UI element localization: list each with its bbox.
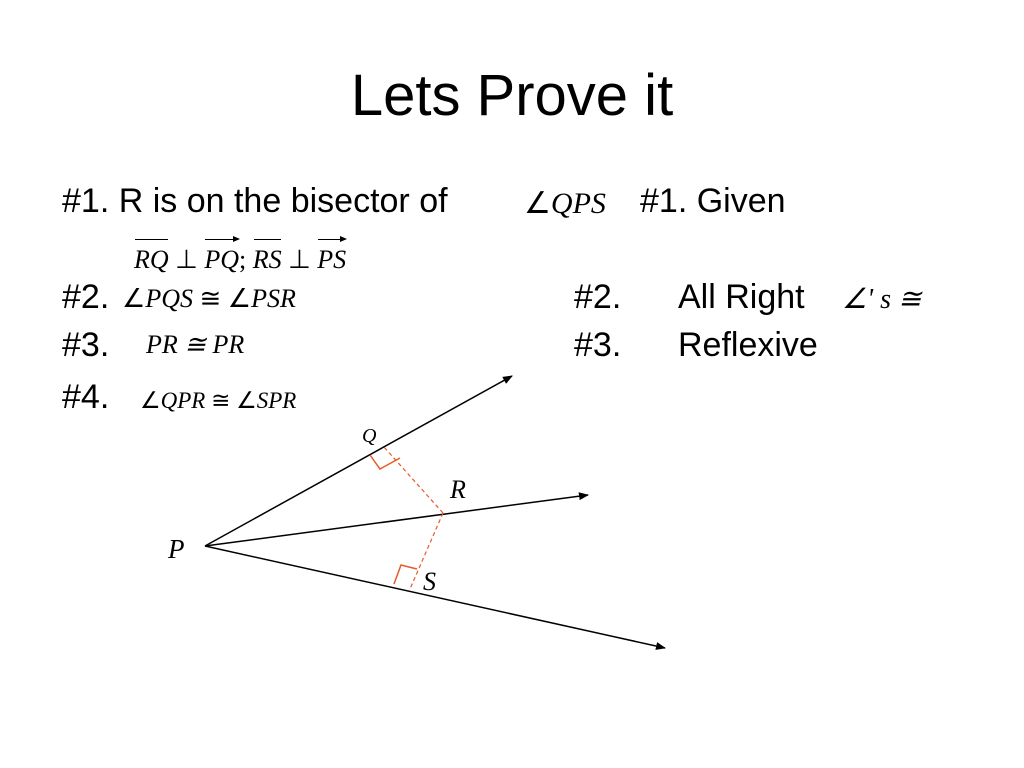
- angle-pqs: PQS: [145, 284, 193, 313]
- statement-3-number: #3.: [62, 326, 110, 364]
- statement-2-number: #2.: [62, 278, 110, 316]
- statement-2-expression: ∠PQS ≅ ∠PSR: [122, 284, 296, 314]
- right-angle-marker-q: [369, 454, 401, 470]
- slide-title: Lets Prove it: [350, 63, 674, 128]
- angle-symbol: ∠: [122, 284, 146, 313]
- reason-3-number: #3.: [574, 326, 622, 364]
- reason-2-text: All Right: [678, 278, 805, 316]
- reason-2-number: #2.: [574, 278, 622, 316]
- perpendicular-rq: [383, 446, 444, 514]
- ray-pq-line: [204, 375, 513, 547]
- reason-1: #1. Given: [640, 182, 786, 220]
- label-q: Q: [362, 425, 377, 447]
- statement-1-perpendiculars: RQ ⊥ PQ; RS ⊥ PS: [134, 235, 348, 275]
- angle-spr: SPR: [256, 388, 297, 413]
- angle-qpr: QPR: [160, 388, 206, 413]
- label-r: R: [449, 475, 466, 504]
- congruent-symbol: ≅: [211, 388, 231, 413]
- segment-rs: RS: [253, 235, 282, 275]
- statement-3-expression: PR ≅ PR: [146, 330, 245, 359]
- angle-symbol: ∠: [524, 187, 551, 220]
- ray-ps: PS: [317, 235, 348, 275]
- separator: ;: [239, 245, 247, 274]
- ray-pq: PQ: [204, 235, 240, 275]
- statement-1: #1. R is on the bisector of: [62, 182, 448, 221]
- reason-2-math: ∠' s ≅: [842, 284, 922, 315]
- congruent-symbol: ≅: [199, 284, 222, 313]
- statement-1-number: #1.: [62, 182, 110, 220]
- angle-name: QPS: [550, 187, 606, 220]
- angle-symbol: ∠: [236, 388, 257, 413]
- statement-1-text: R is on the bisector of: [118, 182, 448, 220]
- angle-symbol: ∠: [140, 388, 161, 413]
- angle-psr: PSR: [251, 284, 296, 313]
- ray-ps-line: [204, 545, 666, 650]
- statement-1-angle: ∠QPS: [524, 186, 606, 221]
- angle-symbol: ∠: [227, 284, 252, 313]
- segment-rq: RQ: [134, 235, 169, 275]
- perp-symbol: ⊥: [175, 245, 198, 274]
- label-p: P: [167, 534, 185, 564]
- statement-4-number: #4.: [62, 378, 110, 416]
- right-angle-marker-s: [393, 564, 418, 585]
- statement-4-expression: ∠QPR ≅ ∠SPR: [140, 388, 296, 414]
- label-s: S: [423, 567, 436, 596]
- reason-3-text: Reflexive: [678, 326, 818, 364]
- ray-pr-line: [204, 492, 589, 547]
- perp-symbol: ⊥: [288, 245, 311, 274]
